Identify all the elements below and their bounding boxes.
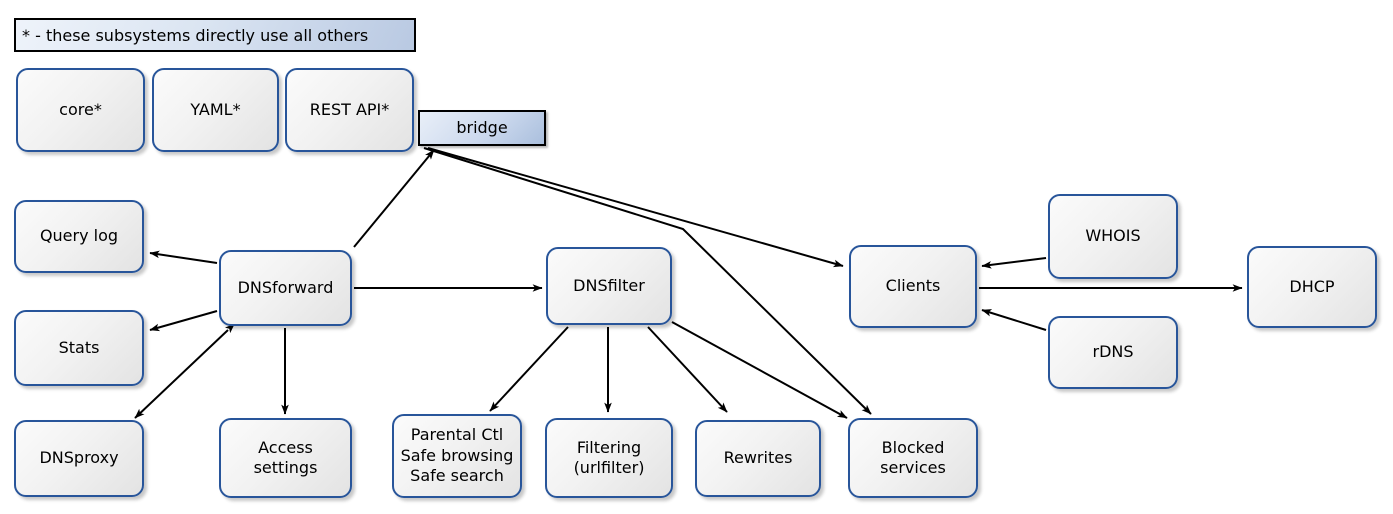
node-whois[interactable]: WHOIS <box>1048 194 1178 279</box>
node-yaml[interactable]: YAML* <box>152 68 279 152</box>
edge-dnsfilter-blocked <box>671 321 848 419</box>
node-label-clients: Clients <box>885 276 941 296</box>
node-label-querylog: Query log <box>39 226 119 246</box>
edge-dnsforward-dnsproxy <box>134 323 235 419</box>
node-label-restapi: REST API* <box>309 99 390 119</box>
node-access[interactable]: Access settings <box>219 418 352 498</box>
node-label-dnsforward: DNSforward <box>237 277 334 297</box>
node-label-bridge: bridge <box>456 117 508 137</box>
node-label-filtering: Filtering (urlfilter) <box>573 437 645 477</box>
node-parental[interactable]: Parental Ctl Safe browsing Safe search <box>392 414 522 498</box>
edge-rdns-clients <box>981 309 1047 331</box>
node-stats[interactable]: Stats <box>14 310 144 386</box>
node-label-rewrites: Rewrites <box>723 448 793 468</box>
node-label-stats: Stats <box>58 337 100 357</box>
edge-dnsfilter-rewrites <box>647 326 728 413</box>
node-dnsfilter[interactable]: DNSfilter <box>546 247 672 325</box>
node-blocked[interactable]: Blocked services <box>848 418 978 498</box>
node-label-dnsfilter: DNSfilter <box>573 275 645 295</box>
node-label-yaml: YAML* <box>190 99 241 119</box>
node-label-parental: Parental Ctl Safe browsing Safe search <box>400 425 514 486</box>
node-label-access: Access settings <box>253 437 318 477</box>
node-core[interactable]: core* <box>16 68 145 152</box>
edge-whois-clients <box>981 257 1047 269</box>
node-querylog[interactable]: Query log <box>14 200 144 273</box>
node-restapi[interactable]: REST API* <box>285 68 414 152</box>
edge-dnsforward-querylog <box>149 250 218 264</box>
node-bridge[interactable]: bridge <box>418 110 546 146</box>
node-dnsforward[interactable]: DNSforward <box>219 250 352 326</box>
node-filtering[interactable]: Filtering (urlfilter) <box>545 418 673 498</box>
node-rdns[interactable]: rDNS <box>1048 316 1178 389</box>
edge-dnsforward-stats <box>149 310 218 332</box>
node-label-dnsproxy: DNSproxy <box>39 448 119 468</box>
node-clients[interactable]: Clients <box>849 245 977 328</box>
node-rewrites[interactable]: Rewrites <box>695 420 821 497</box>
node-label-rdns: rDNS <box>1092 342 1134 362</box>
node-label-blocked: Blocked services <box>880 437 946 477</box>
legend-note-text: * - these subsystems directly use all ot… <box>22 25 369 45</box>
legend-note: * - these subsystems directly use all ot… <box>14 18 416 52</box>
node-label-core: core* <box>59 99 102 119</box>
node-label-whois: WHOIS <box>1085 226 1141 246</box>
edge-dnsforward-bridge <box>353 149 435 248</box>
node-dhcp[interactable]: DHCP <box>1247 246 1377 328</box>
edge-dnsfilter-parental <box>489 326 569 412</box>
node-dnsproxy[interactable]: DNSproxy <box>14 420 144 497</box>
node-label-dhcp: DHCP <box>1289 276 1335 296</box>
